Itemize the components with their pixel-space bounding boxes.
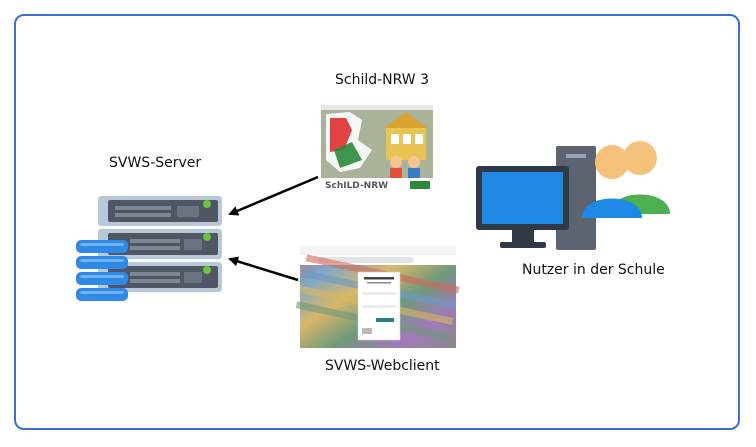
schild-screenshot: SchILD-NRW xyxy=(321,105,433,191)
arrow-schild-to-server xyxy=(228,175,319,216)
schild-logo-text: SchILD-NRW xyxy=(325,181,388,191)
database-icon xyxy=(76,240,128,301)
diagram-frame xyxy=(14,14,740,430)
arrow-webclient-to-server xyxy=(228,256,299,282)
webclient-label: SVWS-Webclient xyxy=(325,358,440,374)
server-icon xyxy=(76,196,222,301)
server-rack-unit xyxy=(98,262,222,292)
schild-label: Schild-NRW 3 xyxy=(335,72,430,88)
webclient-screenshot xyxy=(295,246,460,348)
users-label: Nutzer in der Schule xyxy=(522,262,665,278)
server-rack-unit xyxy=(98,229,222,259)
server-label: SVWS-Server xyxy=(109,155,202,171)
users-icon xyxy=(476,141,670,250)
server-rack-unit xyxy=(98,196,222,226)
